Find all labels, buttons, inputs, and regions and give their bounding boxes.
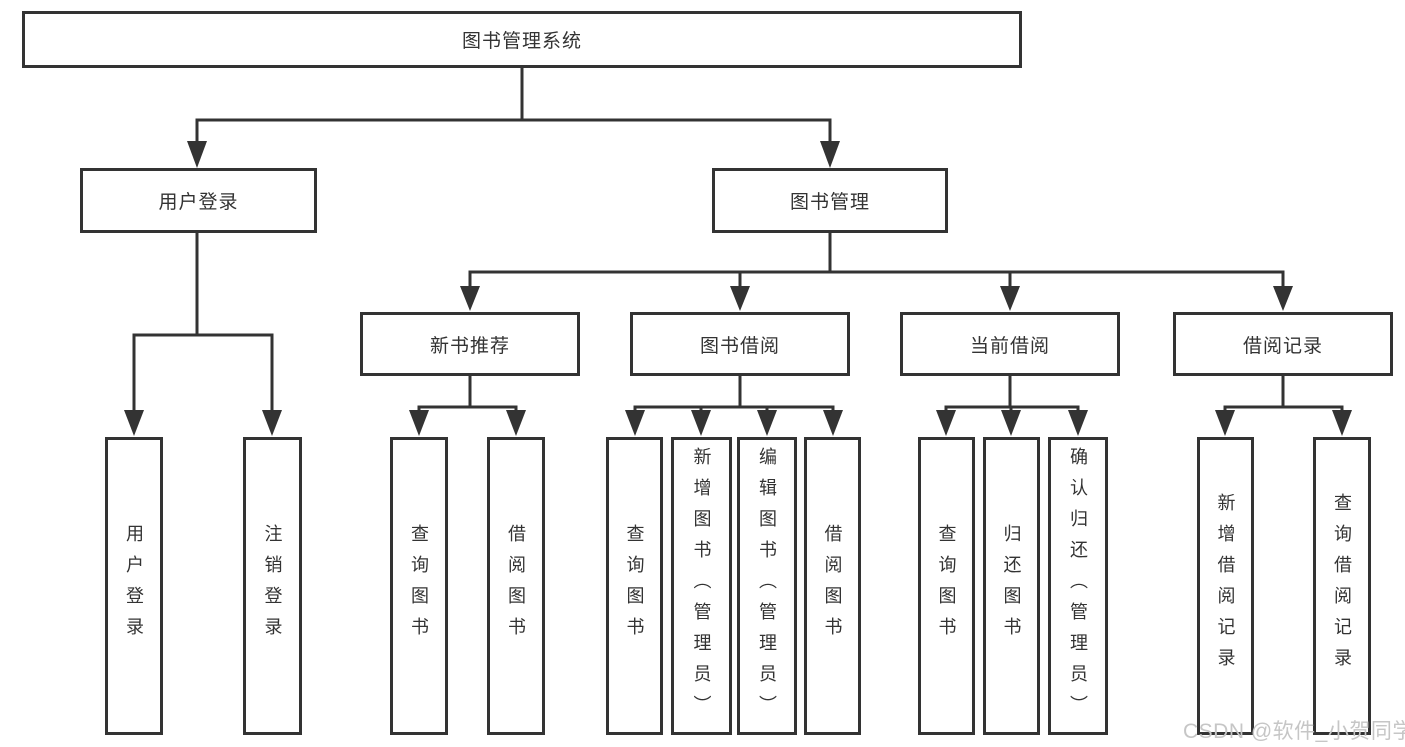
connector-book-borrow-children [625, 376, 843, 436]
node-borrow-records: 借阅记录 [1173, 312, 1393, 376]
connector-new-book-recommend-children [409, 376, 526, 436]
node-leaf-return-books: 归还图书 [983, 437, 1040, 735]
csdn-watermark: CSDN @软件_小贺同学 [1183, 720, 1405, 743]
node-current-borrow: 当前借阅 [900, 312, 1120, 376]
node-leaf-user-login: 用户登录 [105, 437, 163, 735]
leaf-label: 查询借阅记录 [1332, 493, 1352, 679]
leaf-label: 查询图书 [624, 524, 645, 648]
node-leaf-edit-books-admin: 编辑图书（管理员） [737, 437, 797, 735]
leaf-label: 新增图书（管理员） [691, 446, 712, 726]
node-leaf-query-borrow-record: 查询借阅记录 [1313, 437, 1371, 735]
connector-current-borrow-children [936, 376, 1088, 436]
leaf-label: 用户登录 [124, 524, 144, 648]
node-book-borrow: 图书借阅 [630, 312, 850, 376]
node-leaf-query-books-borrow: 查询图书 [606, 437, 663, 735]
node-leaf-borrow-books: 借阅图书 [804, 437, 861, 735]
node-leaf-borrow-books-recommend: 借阅图书 [487, 437, 545, 735]
leaf-label: 确认归还（管理员） [1068, 446, 1088, 726]
connector-root-to-level2 [187, 68, 840, 168]
node-book-management: 图书管理 [712, 168, 948, 233]
node-user-login: 用户登录 [80, 168, 317, 233]
leaf-label: 新增借阅记录 [1215, 493, 1236, 679]
leaf-label: 注销登录 [262, 524, 283, 648]
connector-user-login-children [124, 233, 282, 436]
node-leaf-add-books-admin: 新增图书（管理员） [671, 437, 732, 735]
leaf-label: 归还图书 [1001, 524, 1022, 648]
leaf-label: 查询图书 [936, 524, 957, 648]
node-leaf-query-books-current: 查询图书 [918, 437, 975, 735]
leaf-label: 借阅图书 [506, 524, 526, 648]
connector-borrow-records-children [1215, 376, 1352, 436]
node-leaf-logout: 注销登录 [243, 437, 302, 735]
node-new-book-recommend: 新书推荐 [360, 312, 580, 376]
leaf-label: 借阅图书 [822, 524, 843, 648]
node-library-management-system: 图书管理系统 [22, 11, 1022, 68]
leaf-label: 编辑图书（管理员） [757, 446, 777, 726]
node-leaf-query-books-recommend: 查询图书 [390, 437, 448, 735]
node-leaf-confirm-return-admin: 确认归还（管理员） [1048, 437, 1108, 735]
connector-book-management-children [460, 233, 1293, 311]
node-leaf-add-borrow-record: 新增借阅记录 [1197, 437, 1254, 735]
leaf-label: 查询图书 [409, 524, 429, 648]
